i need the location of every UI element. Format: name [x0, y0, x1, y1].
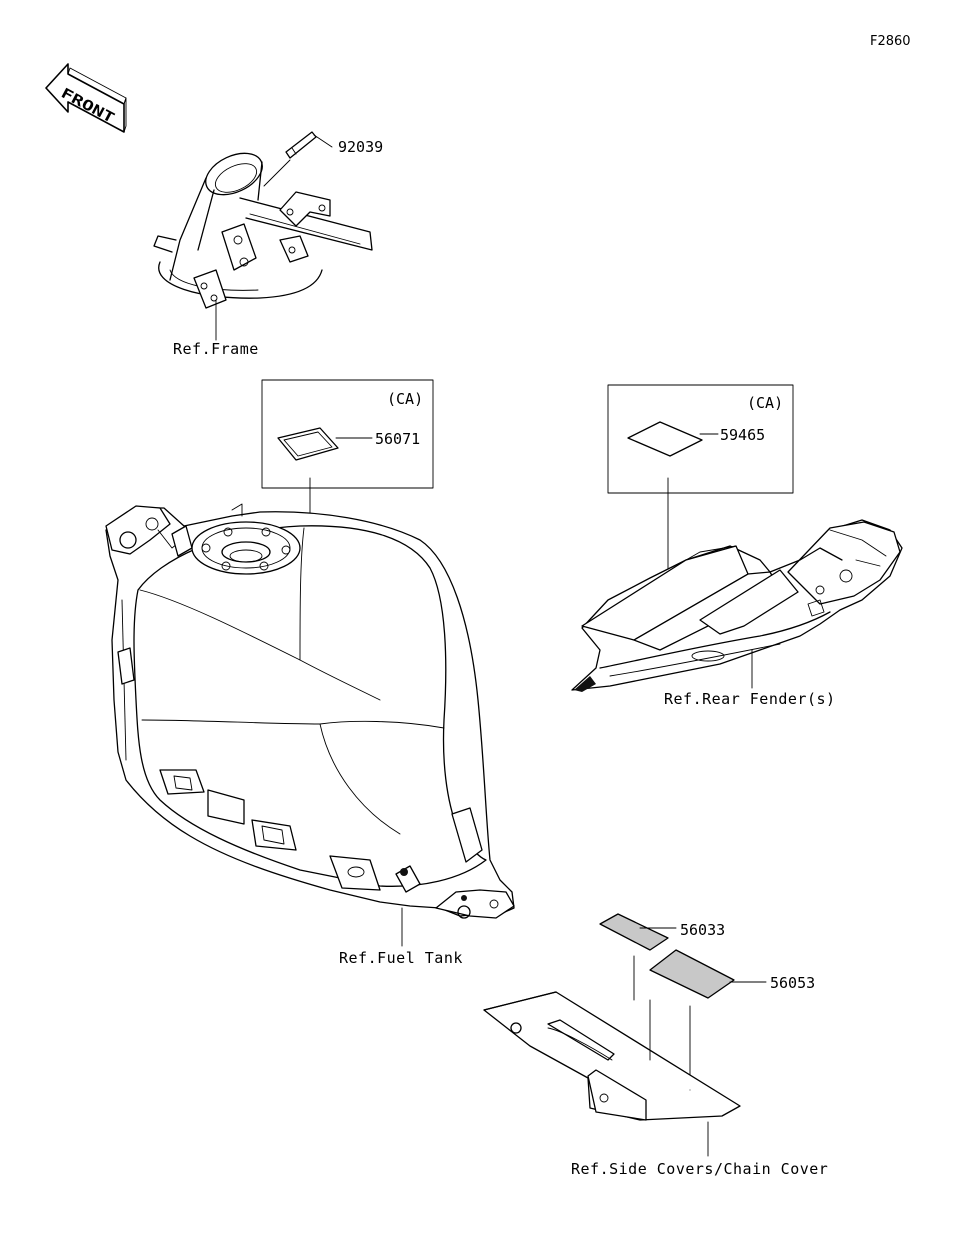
rear-fender-illustration — [571, 519, 903, 692]
chain-cover-illustration — [483, 913, 767, 1157]
part-56053-label: 56053 — [770, 974, 815, 992]
figure-code: F2860 — [870, 34, 911, 49]
front-arrow-icon: FRONT — [45, 63, 127, 133]
part-92039-label: 92039 — [338, 138, 383, 156]
ref-fuel-tank-label: Ref.Fuel Tank — [339, 949, 463, 967]
frame-illustration — [153, 131, 373, 341]
ref-side-covers-label: Ref.Side Covers/Chain Cover — [571, 1160, 828, 1178]
region-tag-2: (CA) — [747, 394, 783, 412]
ref-rear-fender-label: Ref.Rear Fender(s) — [664, 690, 836, 708]
part-56033-label: 56033 — [680, 921, 725, 939]
part-56071-label: 56071 — [375, 430, 420, 448]
region-tag-1: (CA) — [387, 390, 423, 408]
fuel-tank-illustration — [105, 503, 515, 947]
region-box-ca-2 — [607, 384, 794, 583]
ref-frame-label: Ref.Frame — [173, 340, 259, 358]
part-59465-label: 59465 — [720, 426, 765, 444]
